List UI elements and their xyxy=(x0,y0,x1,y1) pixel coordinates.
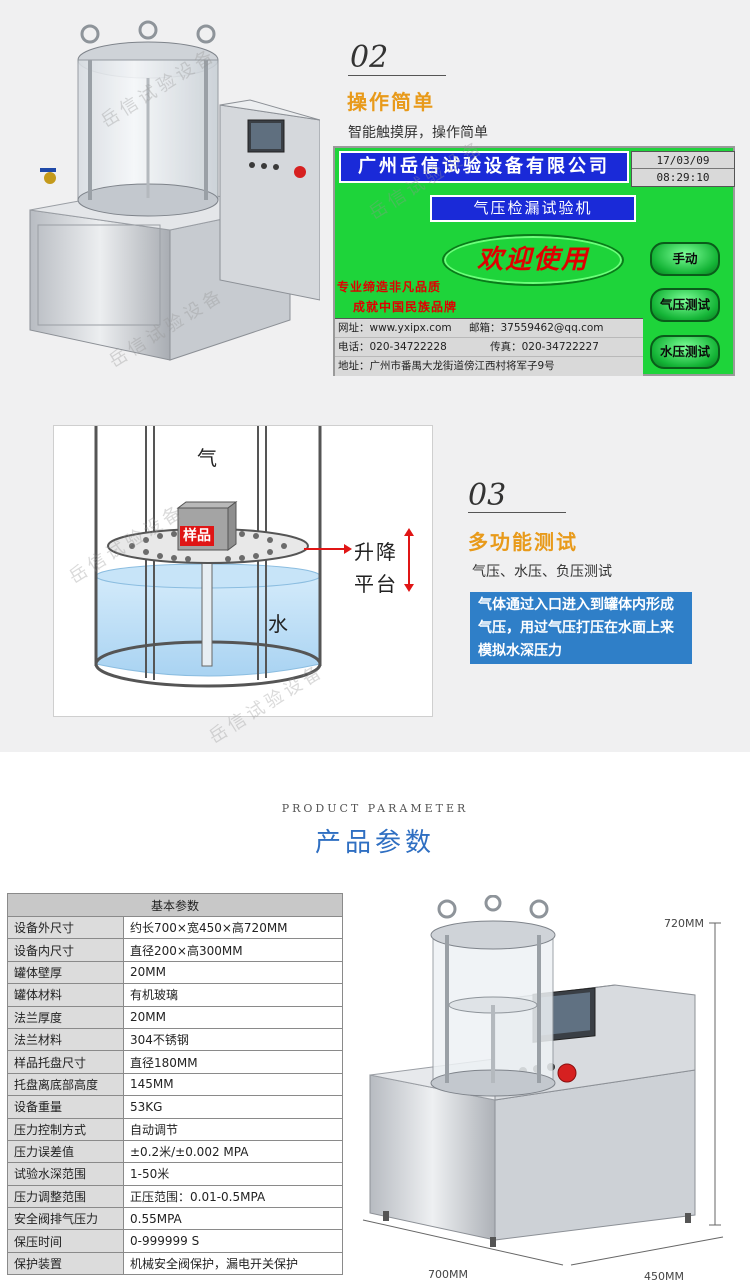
param-key: 托盘离底部高度 xyxy=(7,1072,124,1097)
dimension-height-label: 720MM xyxy=(664,917,704,930)
parameter-table-title: 基本参数 xyxy=(7,893,343,917)
screen-contact-row: 网址：www.yxipx.com 邮箱：37559462@qq.com xyxy=(335,319,643,338)
table-row: 样品托盘尺寸直径180MM xyxy=(7,1050,343,1074)
table-row: 压力调整范围正压范围：0.01-0.5MPA xyxy=(7,1184,343,1209)
parameter-table: 基本参数 设备外尺寸约长700×宽450×高720MM 设备内尺寸直径200×高… xyxy=(7,893,343,1276)
param-value: 20MM xyxy=(123,960,343,985)
param-value: 0.55MPA xyxy=(123,1207,343,1231)
param-key: 保护装置 xyxy=(7,1251,124,1276)
param-value: 0-999999 S xyxy=(123,1229,343,1253)
param-key: 罐体壁厚 xyxy=(7,960,124,985)
param-value: 53KG xyxy=(123,1095,343,1119)
principle-callout: 气体通过入口进入到罐体内形成气压，用过气压打压在水面上来模拟水深压力 xyxy=(470,592,692,664)
param-value: 直径200×高300MM xyxy=(123,938,343,962)
screen-contact-row: 电话：020-34722228 传真：020-34722227 xyxy=(335,338,643,357)
param-value: 145MM xyxy=(123,1072,343,1097)
screen-time: 08:29:10 xyxy=(656,171,710,184)
param-key: 设备外尺寸 xyxy=(7,915,124,940)
screen-welcome-badge: 欢迎使用 xyxy=(442,234,624,286)
param-key: 压力调整范围 xyxy=(7,1184,124,1209)
diagram-label-sample: 样品 xyxy=(180,526,214,546)
param-key: 法兰厚度 xyxy=(7,1005,124,1029)
product-parameter-heading-cn: 产品参数 xyxy=(314,828,435,858)
dimension-width-label: 450MM xyxy=(644,1270,684,1283)
section-title-multifunction: 多功能测试 xyxy=(468,530,578,554)
section-number-02: 02 xyxy=(350,40,389,75)
product-parameter-heading-en: PRODUCT PARAMETER xyxy=(281,802,469,815)
diagram-label-water: 水 xyxy=(268,612,288,636)
section-number-03: 03 xyxy=(468,478,507,513)
param-key: 保压时间 xyxy=(7,1229,124,1253)
param-value: ±0.2米/±0.002 MPA xyxy=(123,1139,343,1164)
param-value: 约长700×宽450×高720MM xyxy=(123,915,343,940)
param-key: 压力控制方式 xyxy=(7,1117,124,1141)
param-value: 正压范围：0.01-0.5MPA xyxy=(123,1184,343,1209)
tester-machine-dimension-image xyxy=(362,895,724,1266)
test-principle-diagram: 气 样品 升降 平台 水 xyxy=(53,425,433,717)
tester-machine-image xyxy=(29,20,320,361)
param-key: 试验水深范围 xyxy=(7,1162,124,1186)
param-value: 机械安全阀保护，漏电开关保护 xyxy=(123,1251,343,1276)
diagram-label-platform-1: 升降 xyxy=(354,540,398,564)
param-key: 设备重量 xyxy=(7,1095,124,1119)
table-row: 设备外尺寸约长700×宽450×高720MM xyxy=(7,915,343,940)
param-key: 样品托盘尺寸 xyxy=(7,1050,124,1074)
screen-machine-name: 气压检漏试验机 xyxy=(430,195,636,222)
section-title-simple-operation: 操作简单 xyxy=(347,90,435,114)
param-value: 有机玻璃 xyxy=(123,983,343,1007)
screen-email: 邮箱：37559462@qq.com xyxy=(468,322,604,334)
table-row: 设备内尺寸直径200×高300MM xyxy=(7,938,343,962)
param-key: 压力误差值 xyxy=(7,1139,124,1164)
screen-datetime: 17/03/09 08:29:10 xyxy=(631,151,735,187)
touch-screen-ui: 广州岳信试验设备有限公司 17/03/09 08:29:10 气压检漏试验机 欢… xyxy=(333,146,735,376)
screen-contact-panel: 网址：www.yxipx.com 邮箱：37559462@qq.com 电话：0… xyxy=(335,318,643,376)
tank-cross-section-image xyxy=(94,426,414,688)
param-value: 1-50米 xyxy=(123,1162,343,1186)
table-row: 压力控制方式自动调节 xyxy=(7,1117,343,1141)
param-value: 304不锈钢 xyxy=(123,1027,343,1052)
param-value: 20MM xyxy=(123,1005,343,1029)
param-key: 罐体材料 xyxy=(7,983,124,1007)
screen-address: 地址：广州市番禺大龙街道傍江西村将军子9号 xyxy=(338,360,555,372)
section-subtitle-touchscreen: 智能触摸屏，操作简单 xyxy=(348,125,488,141)
diagram-label-platform-2: 平台 xyxy=(354,572,398,596)
param-key: 安全阀排气压力 xyxy=(7,1207,124,1231)
section-subtitle-tests: 气压、水压、负压测试 xyxy=(472,564,612,580)
screen-manual-button[interactable]: 手动 xyxy=(650,242,720,276)
param-value: 自动调节 xyxy=(123,1117,343,1141)
table-row: 保护装置机械安全阀保护，漏电开关保护 xyxy=(7,1251,343,1276)
screen-website: 网址：www.yxipx.com xyxy=(338,322,452,334)
screen-water-pressure-test-button[interactable]: 水压测试 xyxy=(650,335,720,369)
section-number-underline xyxy=(348,75,446,76)
screen-company-name: 广州岳信试验设备有限公司 xyxy=(339,151,629,183)
dimension-length-label: 700MM xyxy=(428,1268,468,1281)
screen-air-pressure-test-button[interactable]: 气压测试 xyxy=(650,288,720,322)
screen-slogan-1: 专业缔造非凡品质 xyxy=(337,280,442,294)
screen-phone: 电话：020-34722228 xyxy=(338,341,447,353)
table-row: 压力误差值±0.2米/±0.002 MPA xyxy=(7,1139,343,1164)
diagram-label-gas: 气 xyxy=(197,446,217,470)
param-value: 直径180MM xyxy=(123,1050,343,1074)
screen-fax: 传真：020-34722227 xyxy=(490,341,599,353)
screen-slogan-2: 成就中国民族品牌 xyxy=(353,300,458,314)
screen-date: 17/03/09 xyxy=(632,152,734,169)
param-key: 法兰材料 xyxy=(7,1027,124,1052)
section-number-underline xyxy=(468,512,566,513)
param-key: 设备内尺寸 xyxy=(7,938,124,962)
table-row: 罐体材料有机玻璃 xyxy=(7,983,343,1007)
